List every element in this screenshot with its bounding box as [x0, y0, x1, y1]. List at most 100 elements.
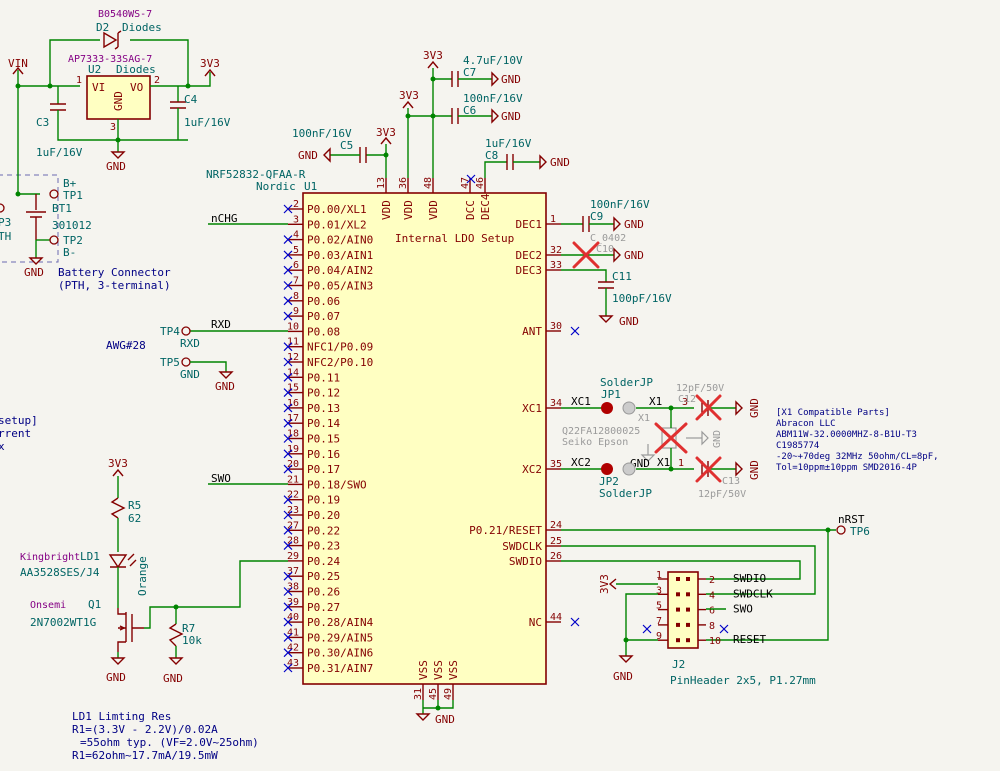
ld1-note-2: R1=(3.3V - 2.2V)/0.02A — [72, 723, 218, 736]
j2-pin-8: 8 — [709, 621, 715, 632]
u1-pin-dec1: DEC1 — [516, 218, 543, 231]
c3-val: 1uF/16V — [36, 146, 83, 159]
r5-resistor[interactable] — [110, 497, 126, 519]
svg-text:GND: GND — [619, 315, 639, 328]
battery-connector: B+ TP1 BT1 301012 TP2 B- GND P3 TH Batte… — [0, 150, 171, 453]
j2-pin-2: 2 — [709, 575, 715, 586]
x1-mfr: Seiko Epson — [562, 437, 628, 448]
r5-ref: R5 — [128, 499, 141, 512]
u1-bot-pin-31: VSS — [417, 660, 430, 680]
u1-pin-39: P0.27 — [307, 601, 340, 614]
bt-gnd: GND — [24, 266, 44, 279]
svg-text:GND: GND — [163, 672, 183, 685]
u1-pin-17-num: 17 — [287, 413, 299, 424]
u1-pin-3-num: 3 — [293, 214, 299, 225]
j2-ref: J2 — [672, 658, 685, 671]
u1-pin-42: P0.30/AIN6 — [307, 647, 373, 660]
u1-top-pin-36-num: 36 — [398, 177, 409, 189]
u1-pin-15-num: 15 — [287, 383, 299, 394]
tp5-net: GND — [180, 368, 200, 381]
u1-pin-16-num: 16 — [287, 398, 299, 409]
u1-pin-25-num: 25 — [550, 536, 562, 547]
x1-dnp-mark — [654, 422, 688, 454]
j2-header[interactable] — [667, 571, 699, 649]
u1-pin-ant: ANT — [522, 325, 542, 338]
u1-pin-41: P0.29/AIN5 — [307, 631, 373, 644]
u2-ldo-body[interactable] — [86, 75, 151, 120]
x1-compat-5: -20~+70deg 32MHz 50ohm/CL=8pF, — [776, 452, 939, 462]
j2-net-reset: RESET — [733, 633, 766, 646]
tp2-pad[interactable] — [49, 235, 59, 245]
u1-pin-43: P0.31/AIN7 — [307, 662, 373, 675]
ld1-led[interactable] — [108, 554, 128, 569]
crystal-section: SolderJP JP1 XC1 X1 3 12pF/50V C12 GND X… — [561, 376, 939, 500]
ldo-gnd: GND — [106, 160, 126, 173]
u1-pin-27: P0.22 — [307, 524, 340, 537]
left-nets: nCHG RXD TP4 RXD AWG#28 TP5 GND GND SWO — [106, 212, 288, 608]
u1-mcu[interactable]: U1 NRF52832-QFAA-R Nordic Internal LDO S… — [206, 168, 562, 700]
x1-compat-4: C1985774 — [776, 441, 819, 451]
svg-text:GND: GND — [624, 218, 644, 231]
svg-text:3: 3 — [110, 122, 116, 133]
u1-pin-xc2: XC2 — [522, 463, 542, 476]
j2-net-swdclk: SWDCLK — [733, 587, 773, 600]
r5-val: 62 — [128, 512, 141, 525]
tp1-pad[interactable] — [49, 189, 59, 199]
svg-text:3V3: 3V3 — [108, 457, 128, 470]
svg-text:GND: GND — [712, 430, 723, 448]
c8-val: 1uF/16V — [485, 137, 532, 150]
jp2-ref: JP2 — [599, 475, 619, 488]
u1-pin-28: P0.23 — [307, 540, 340, 553]
svg-text:GND: GND — [435, 713, 455, 726]
r7-ref: R7 — [182, 622, 195, 635]
j2-net-swo: SWO — [733, 603, 753, 616]
u1-top-pin-13-num: 13 — [376, 177, 387, 189]
u1-pin-37: P0.25 — [307, 570, 340, 583]
u1-pin-43-num: 43 — [287, 658, 299, 669]
u1-pin-35-num: 35 — [550, 459, 562, 470]
vin-label: VIN — [8, 57, 28, 70]
u1-pin-4-num: 4 — [293, 230, 299, 241]
svg-text:TH: TH — [0, 230, 11, 243]
tp6-pad[interactable] — [836, 525, 846, 535]
u1-pin-dec3: DEC3 — [516, 264, 543, 277]
tp5-pad[interactable] — [181, 357, 191, 367]
u1-pin-37-num: 37 — [287, 566, 299, 577]
u1-pin-28-num: 28 — [287, 536, 299, 547]
net-x1-bot: X1 — [657, 456, 670, 469]
c13-ref: C13 — [722, 476, 740, 487]
tp4-pad[interactable] — [181, 326, 191, 336]
u1-pin-22: P0.19 — [307, 494, 340, 507]
ldo-section: VIN B0540WS-7 D2 Diodes AP7333-33SAG-7 U… — [8, 9, 231, 173]
jp2-pad[interactable] — [601, 463, 613, 475]
u1-pin-23-num: 23 — [287, 505, 299, 516]
u1-pin-nc: NC — [529, 616, 542, 629]
q1-mosfet[interactable] — [117, 608, 144, 652]
svg-text:3V3: 3V3 — [376, 126, 396, 139]
u1-pin-23: P0.20 — [307, 509, 340, 522]
svg-text:GND: GND — [624, 249, 644, 262]
u1-bot-pin-45: VSS — [432, 660, 445, 680]
jp1-val: SolderJP — [600, 376, 653, 389]
u1-pin-9-num: 9 — [293, 306, 299, 317]
jp1-pad[interactable] — [601, 402, 613, 414]
x1-compat-1: [X1 Compatible Parts] — [776, 408, 890, 418]
c7-val: 4.7uF/10V — [463, 54, 523, 67]
u1-pin-27-num: 27 — [287, 520, 299, 531]
net-xc2: XC2 — [571, 456, 591, 469]
u1-bot-pin-45-num: 45 — [428, 688, 439, 700]
top-decoupling: 3V3 GND 4.7uF/10V C7 3V3 GND 100nF/16V C… — [292, 49, 570, 184]
u1-pin-4: P0.02/AIN0 — [307, 234, 373, 247]
r7-resistor[interactable] — [168, 623, 184, 647]
c11-val: 100pF/16V — [612, 292, 672, 305]
c10-ref: C10 — [596, 244, 614, 255]
j2-pin-5: 5 — [656, 601, 662, 612]
u1-pin-7-num: 7 — [293, 276, 299, 287]
ld1-part: AA3528SES/J4 — [20, 566, 100, 579]
ld1-note-1: LD1 Limting Res — [72, 710, 171, 723]
tp5-ref: TP5 — [160, 356, 180, 369]
tp1-ref: TP1 — [63, 189, 83, 202]
battery-note-sub: (PTH, 3-terminal) — [58, 279, 171, 292]
